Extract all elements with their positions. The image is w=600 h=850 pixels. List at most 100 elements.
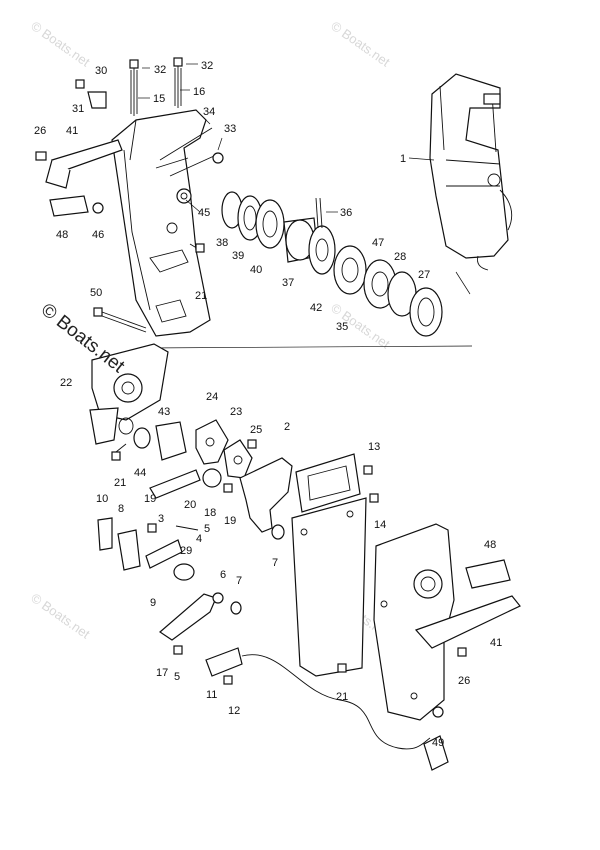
callout-49: 49 xyxy=(432,737,444,749)
callout-35: 35 xyxy=(336,321,348,333)
callout-46: 46 xyxy=(92,229,104,241)
pin-4-5 xyxy=(175,525,199,531)
cam-23 xyxy=(223,439,253,479)
callout-28: 28 xyxy=(394,251,406,263)
piece-43 xyxy=(155,421,187,461)
clip-30 xyxy=(75,79,107,109)
callout-48: 48 xyxy=(56,229,68,241)
watermark-large: © Boats.net xyxy=(37,299,129,377)
callout-22: 22 xyxy=(60,377,72,389)
screw-21-top xyxy=(189,243,205,253)
callout-16: 16 xyxy=(193,86,205,98)
callout-45: 45 xyxy=(198,207,210,219)
upper-assembly xyxy=(35,57,513,349)
callout-36: 36 xyxy=(340,207,352,219)
washer-7b xyxy=(230,601,242,615)
control-housing-lower xyxy=(373,523,521,721)
pin-34 xyxy=(159,127,213,161)
arm-2 xyxy=(239,457,293,533)
callout-38: 38 xyxy=(216,237,228,249)
arm-17 xyxy=(159,593,217,641)
control-lever-housing xyxy=(111,109,211,337)
callout-3: 3 xyxy=(158,513,164,525)
screw-26-low xyxy=(457,647,467,657)
callout-32: 32 xyxy=(201,60,213,72)
middle-assembly xyxy=(89,343,521,771)
callout-4: 4 xyxy=(196,533,202,545)
callout-39: 39 xyxy=(232,250,244,262)
callout-12: 12 xyxy=(228,705,240,717)
callout-13: 13 xyxy=(368,441,380,453)
spring-29 xyxy=(173,563,195,581)
ring-44 xyxy=(133,427,151,449)
callout-19: 19 xyxy=(224,515,236,527)
bolt-50 xyxy=(93,307,147,333)
callout-10: 10 xyxy=(96,493,108,505)
roller-6 xyxy=(212,592,224,604)
callout-26: 26 xyxy=(458,675,470,687)
bushing-46 xyxy=(92,202,104,214)
callout-37: 37 xyxy=(282,277,294,289)
callout-5: 5 xyxy=(204,523,210,535)
callout-1: 1 xyxy=(400,153,406,165)
watermark-text: © Boats.net xyxy=(328,18,393,70)
shift-plate-frame xyxy=(291,453,367,677)
callout-2: 2 xyxy=(284,421,290,433)
remote-control-box-1 xyxy=(429,73,513,271)
shaft-9 xyxy=(145,539,183,569)
leader-lines xyxy=(138,63,471,295)
callout-31: 31 xyxy=(72,103,84,115)
bracket-22 xyxy=(89,343,169,445)
cap-33 xyxy=(212,152,224,164)
callout-11: 11 xyxy=(206,689,217,701)
screw-13 xyxy=(363,465,373,475)
callout-23: 23 xyxy=(230,406,242,418)
nut-5 xyxy=(173,645,183,655)
pin-34-rod xyxy=(169,155,215,177)
callout-41: 41 xyxy=(490,637,502,649)
callout-24: 24 xyxy=(206,391,218,403)
callout-7: 7 xyxy=(236,575,242,587)
plate-48-top xyxy=(49,195,89,217)
callout-30: 30 xyxy=(95,65,107,77)
callout-25: 25 xyxy=(250,424,262,436)
cam-24 xyxy=(195,419,229,465)
callout-9: 9 xyxy=(150,597,156,609)
callout-8: 8 xyxy=(118,503,124,515)
link-10 xyxy=(97,517,113,551)
callout-15: 15 xyxy=(153,93,165,105)
callout-42: 42 xyxy=(310,302,322,314)
neutral-switch-11 xyxy=(205,647,449,771)
callout-17: 17 xyxy=(156,667,168,679)
washer-7a xyxy=(271,524,285,540)
screw-14 xyxy=(369,493,379,503)
callout-48: 48 xyxy=(484,539,496,551)
washer-44 xyxy=(118,417,134,435)
callout-41: 41 xyxy=(66,125,78,137)
shaft-stack xyxy=(221,191,443,337)
callout-44: 44 xyxy=(134,467,146,479)
callout-7: 7 xyxy=(272,557,278,569)
link-8 xyxy=(117,529,141,571)
screw-3 xyxy=(147,523,157,533)
callout-26: 26 xyxy=(34,125,46,137)
callout-19: 19 xyxy=(144,493,156,505)
screw-21-low xyxy=(337,663,347,673)
screw-25 xyxy=(247,439,257,449)
callout-14: 14 xyxy=(374,519,386,531)
screw-21-mid xyxy=(111,443,127,461)
callout-20: 20 xyxy=(184,499,196,511)
bolt-16 xyxy=(173,57,183,108)
callout-50: 50 xyxy=(90,287,102,299)
callout-21: 21 xyxy=(336,691,348,703)
callout-40: 40 xyxy=(250,264,262,276)
callout-33: 33 xyxy=(224,123,236,135)
pin-body-45 xyxy=(155,157,189,169)
grommet-49 xyxy=(432,706,444,718)
watermark-text: © Boats.net xyxy=(28,590,93,642)
callout-5: 5 xyxy=(174,671,180,683)
lever-20 xyxy=(149,469,201,499)
bolt-15 xyxy=(129,59,139,116)
screw-19-mid xyxy=(223,483,233,493)
